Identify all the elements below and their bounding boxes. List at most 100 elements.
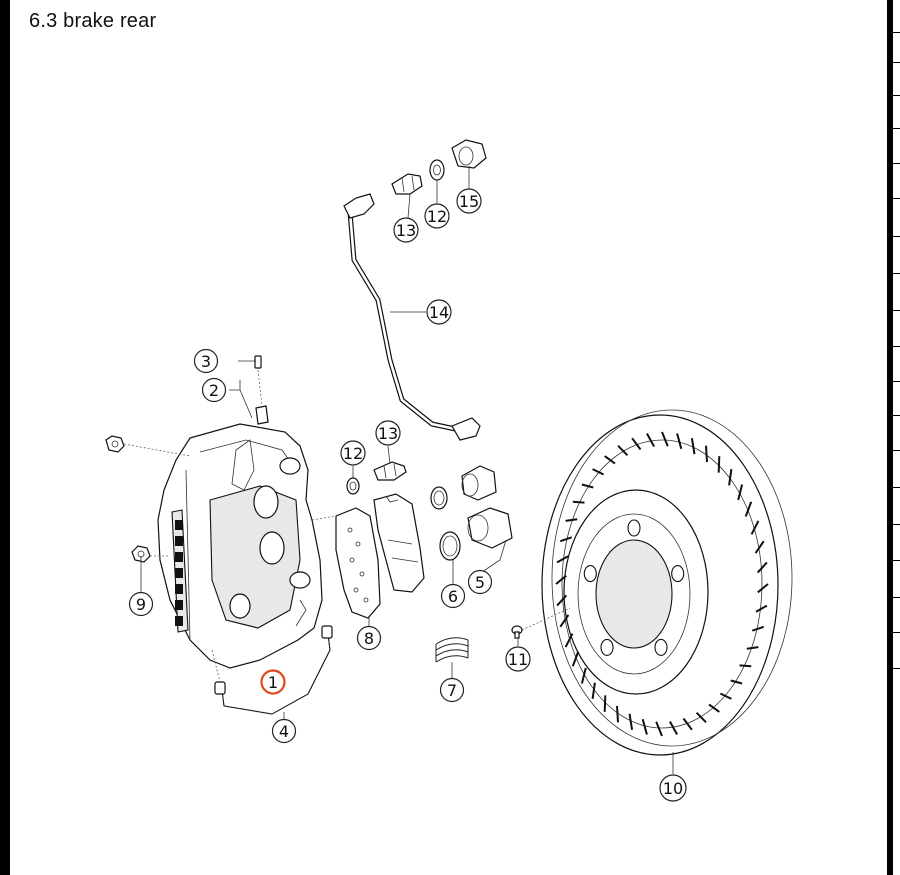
callout-5[interactable]: 5: [467, 569, 493, 595]
svg-text:11: 11: [508, 650, 528, 669]
disc-screw[interactable]: [511, 625, 523, 639]
callout-13-lower[interactable]: 13: [375, 420, 401, 446]
disc-slot: [564, 633, 574, 648]
disc-slot: [695, 712, 707, 723]
disc-slot: [655, 721, 663, 737]
disc-slot: [604, 455, 616, 465]
svg-text:10: 10: [663, 779, 683, 798]
disc-slot: [757, 583, 769, 594]
disc-slot: [628, 713, 634, 730]
hose-fitting-lower[interactable]: [373, 461, 407, 481]
svg-text:4: 4: [279, 722, 289, 741]
side-index-table: [893, 0, 900, 875]
svg-text:13: 13: [396, 221, 416, 240]
caliper-nut-upper[interactable]: [105, 435, 125, 453]
callout-2[interactable]: 2: [201, 377, 227, 403]
hose-fitting-upper[interactable]: [391, 173, 423, 195]
disc-slot: [751, 625, 765, 632]
disc-slot: [730, 679, 743, 685]
disc-slot: [592, 468, 605, 476]
callout-3[interactable]: 3: [193, 348, 219, 374]
callout-8[interactable]: 8: [356, 625, 382, 651]
svg-text:9: 9: [136, 595, 146, 614]
disc-slot: [739, 664, 752, 668]
disc-slot: [572, 500, 585, 504]
svg-text:12: 12: [343, 444, 363, 463]
callout-13-upper[interactable]: 13: [393, 217, 419, 243]
sealing-washer-upper[interactable]: [429, 159, 445, 181]
disc-slot: [676, 433, 683, 450]
disc-slot: [728, 468, 733, 486]
svg-text:14: 14: [429, 303, 449, 322]
callout-4[interactable]: 4: [271, 718, 297, 744]
disc-slot: [746, 646, 759, 650]
disc-slot: [754, 540, 765, 554]
right-border: [887, 0, 893, 875]
piston-seal-large[interactable]: [439, 531, 461, 561]
disc-slot: [737, 484, 744, 501]
page-title: 6.3 brake rear: [29, 10, 157, 32]
brake-pad-outer[interactable]: [373, 493, 425, 593]
disc-slot: [556, 555, 569, 564]
callout-1[interactable]: 1: [260, 669, 286, 695]
brake-line[interactable]: [214, 625, 333, 715]
disc-slot: [719, 692, 732, 700]
piston-seal-small[interactable]: [430, 486, 448, 510]
brake-caliper[interactable]: [157, 423, 323, 669]
disc-slot: [682, 717, 693, 731]
brake-pad-inner[interactable]: [335, 507, 381, 619]
disc-slot: [565, 518, 578, 522]
disc-slot: [750, 520, 760, 535]
disc-slot: [580, 667, 587, 684]
disc-slot: [559, 536, 573, 543]
callout-14[interactable]: 14: [426, 299, 452, 325]
hub-bolt-hole: [654, 638, 668, 656]
left-border: [0, 0, 10, 875]
disc-slot: [591, 682, 596, 700]
brake-disc[interactable]: [541, 409, 793, 756]
svg-text:12: 12: [427, 207, 447, 226]
disc-slot: [690, 438, 696, 455]
svg-text:13: 13: [378, 424, 398, 443]
disc-slot: [581, 483, 594, 489]
disc-slot: [603, 695, 607, 712]
disc-slot: [661, 431, 669, 447]
sealing-washer-lower[interactable]: [346, 477, 360, 495]
bleed-screw[interactable]: [254, 355, 269, 425]
disc-slot: [616, 705, 619, 723]
disc-slot: [559, 614, 570, 628]
svg-text:6: 6: [448, 587, 458, 606]
disc-slot: [755, 604, 768, 613]
disc-slot: [571, 651, 580, 667]
brake-hose[interactable]: [343, 193, 481, 441]
svg-text:5: 5: [475, 573, 485, 592]
disc-slot: [744, 501, 753, 517]
hub-bolt-hole: [583, 565, 597, 583]
callout-12-upper[interactable]: 12: [424, 203, 450, 229]
disc-slot: [617, 445, 629, 456]
hub-bolt-hole: [671, 565, 685, 583]
union-nut[interactable]: [451, 139, 487, 169]
piston-large[interactable]: [467, 507, 513, 549]
hub-bolt-hole: [600, 638, 614, 656]
callout-9[interactable]: 9: [128, 591, 154, 617]
callout-7[interactable]: 7: [439, 677, 465, 703]
pad-spring[interactable]: [435, 637, 469, 663]
disc-slot: [646, 433, 655, 447]
callout-6[interactable]: 6: [440, 583, 466, 609]
piston-small[interactable]: [461, 465, 497, 501]
disc-slot: [556, 594, 568, 607]
disc-slot: [717, 456, 721, 473]
hub-bolt-hole: [627, 519, 641, 537]
callout-12-lower[interactable]: 12: [340, 440, 366, 466]
disc-slot: [669, 721, 678, 735]
disc-slot: [555, 574, 567, 585]
svg-text:15: 15: [459, 192, 479, 211]
disc-slot: [641, 718, 648, 735]
callout-10[interactable]: 10: [659, 774, 687, 802]
disc-slot: [631, 437, 642, 451]
leader-lines: [123, 166, 674, 774]
callout-11[interactable]: 11: [505, 646, 531, 672]
callout-15[interactable]: 15: [456, 188, 482, 214]
